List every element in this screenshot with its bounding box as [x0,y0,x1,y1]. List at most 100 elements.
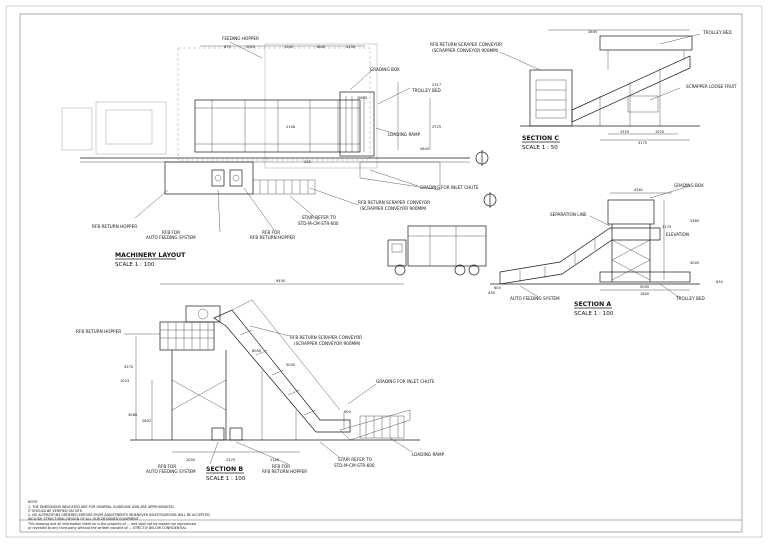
section-a-view [387,185,700,299]
section-c-dim-top: 2645 [588,30,597,34]
section-b-label-stair-refer: STAIR REFER TO [338,457,373,462]
section-a-trolley-bed [599,271,691,283]
section-b-incline-conveyor [213,309,351,433]
truck-body [407,225,487,267]
dim-1603: 1603 [358,96,367,100]
section-b-dim-5000: 5000 [286,363,296,367]
section-b-label-rfb-for-2: RFB FOR [272,464,290,469]
section-c-scale: SCALE 1 : 50 [522,145,558,151]
section-b-scale: SCALE 1 : 100 [206,476,246,482]
section-a-label-elevation: ELEVATION [666,232,689,237]
dim-2106: 2106 [286,125,296,129]
machinery-layout-title: MACHINERY LAYOUT [115,252,186,259]
section-b-view [124,283,420,465]
machinery-layout-view [61,41,497,233]
notes-line-2b: INCLUDE STRUCTURAL DESIGN OF ALL OUR DES… [28,517,140,521]
section-b-auto-feed-1 [211,427,225,441]
section-b-dim-900: 900 [344,410,352,414]
label-grading-box: GRADING BOX [370,67,400,72]
section-a-label-trolley-bed: TROLLEY BED [675,296,705,301]
section-a-label-separation-line: SEPARATION LINE [550,212,587,217]
section-b-label-scrapper: (SCRAPPER CONVEYOR 900MM) [294,341,361,346]
label-loading-ramp: LOADING RAMP [388,132,421,137]
label-stair-drawing: STD-M-CM-STR-600 [298,221,339,226]
section-b-auto-feed-2 [229,427,243,441]
section-b-title: SECTION B [206,466,243,473]
dim-2025: 2025 [246,45,255,49]
label-scrapper-conveyor: (SCRAPPER CONVEYOR 900MM) [360,206,427,211]
notes-line-1b: IT SHOULD BE VERIFIED ON SITE. [28,509,83,513]
section-b-label-return-hopper-2: RFB RETURN HOPPER [262,469,307,474]
section-a-dim-600: 600 [494,286,502,290]
section-b-dim-bottom-2: 2375 [226,458,235,462]
section-c-conveyor [571,55,691,123]
label-trolley-bed: TROLLEY BED [411,88,441,93]
section-a-title: SECTION A [574,301,611,308]
section-a-incline-conveyor [499,227,661,285]
truck-body-plan [95,101,167,155]
section-a-grading-box [607,199,655,225]
section-c-dim-bottom-1: 1525 [620,130,629,134]
footer-line-2: or revealed to any third party without t… [28,526,187,530]
section-b-label-stair-drawing: STD-M-CM-STR-600 [334,463,375,468]
label-rfb-for-2: RFB FOR [262,230,280,235]
feeding-hopper-frame [264,43,378,169]
notes-line-2: 2. NO ALTERATIONS ORDERED ERRORS FROM AD… [28,513,211,517]
dim-1800: 1800 [316,45,326,49]
section-b-dim-2602: 2602 [142,419,151,423]
label-auto-feeding-system: AUTO FEEDING SYSTEM [146,235,196,240]
section-c-frame-left [529,69,573,127]
section-c-dim-bottom-2: 1525 [655,130,664,134]
section-a-dim-430: 430 [488,291,496,295]
dim-1500: 1500 [284,45,294,49]
auto-feeding-unit-2 [229,169,243,187]
label-rfb-for-1: RFB FOR [162,230,180,235]
section-a-dim-4261: 4261 [634,188,643,192]
label-grading-inlet-chute: GRADING FOR INLET CHUTE [420,185,479,190]
dim-215: 215 [304,160,311,164]
section-a-label-auto-feeding: AUTO FEEDING SYSTEM [510,296,560,301]
section-c-title: SECTION C [522,135,559,142]
truck-cab-plan [61,107,93,151]
section-b-dim-1023: 1023 [120,379,129,383]
section-c-trolley-bed [599,35,693,51]
section-b-dim-top: 9450 [276,279,286,283]
section-a-scale: SCALE 1 : 100 [574,311,614,317]
section-c-label-loose-fruit: SCRAPPER LOOSE FRUIT [686,84,737,89]
section-a-dim-1800: 1800 [640,292,650,296]
section-b-dim-6000: 6000 [252,349,262,353]
section-b-top-drive [185,305,221,323]
section-b-dim-3060: 3060 [128,413,138,417]
auto-feeding-unit-1 [211,169,225,187]
section-b-dim-bottom-3: 2100 [270,458,280,462]
rfb-return-hopper-plan [164,161,254,195]
section-b-label-rfb-for-1: RFB FOR [158,464,176,469]
dim-2725: 2725 [432,125,441,129]
section-a-dim-630: 630 [716,280,724,284]
dim-4150: 4150 [346,45,356,49]
feeding-hopper-outline [177,47,371,161]
section-b-label-return-hopper: RFB RETURN HOPPER [76,329,121,334]
section-a-dim-1175: 1175 [662,225,671,229]
label-stair-refer: STAIR REFER TO [302,215,337,220]
notes-heading: NOTE: [28,500,38,504]
label-rfb-return-hopper-2: RFB RETURN HOPPER [250,235,295,240]
sheet-outer-frame [5,5,763,538]
section-c-label-trolley-bed: TROLLEY BED [702,30,732,35]
section-b-dim-bottom-1: 2000 [186,458,196,462]
machinery-layout-scale: SCALE 1 : 100 [115,262,155,268]
dim-2317: 2317 [432,83,441,87]
section-c-label-scrapper: (SCRAPPER CONVEYOR 900MM) [432,48,499,53]
section-b-label-rfb-conveyor: RFB RETURN SCRAPER CONVEYOR [290,335,362,340]
notes-line-1: 1. THE DIMENSIONS INDICATED ARE FOR GENE… [28,505,175,509]
section-c-label-rfb-conveyor: RFB RETURN SCRAPER CONVEYOR [430,42,502,47]
section-a-label-grading-box: GRADING BOX [674,183,704,188]
section-a-dim-3000: 3000 [690,261,700,265]
section-b-loading-ramp [339,409,411,441]
section-b-label-auto-feeding: AUTO FEEDING SYSTEM [146,469,196,474]
section-b-label-loading-ramp: LOADING RAMP [412,452,445,457]
footer-line-1: This drawing and all information there o… [27,522,196,526]
label-rfb-scraper-conveyor: RFB RETURN SCRAPER CONVEYOR [358,200,430,205]
